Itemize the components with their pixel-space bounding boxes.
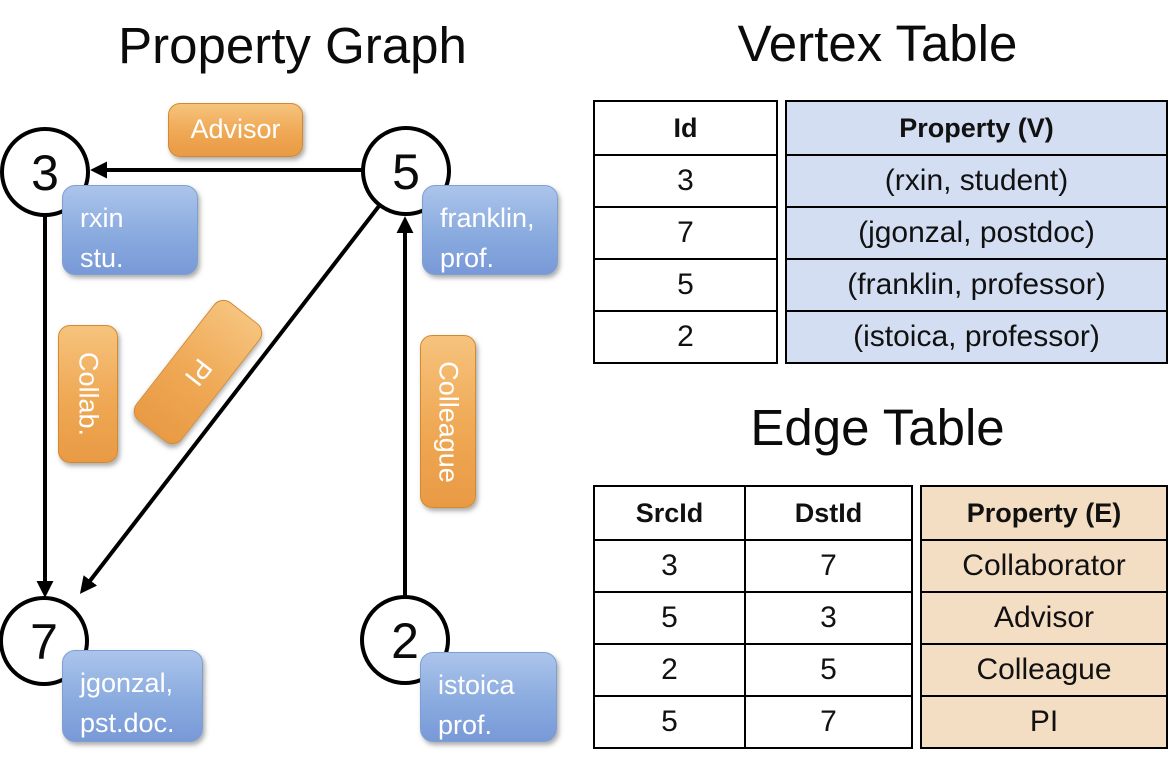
edge-property-cell: Collaborator [920, 539, 1168, 593]
edge-table-id-columns: SrcId DstId 3 7 5 3 2 5 5 7 [593, 485, 913, 749]
vertex-table-title: Vertex Table [737, 15, 1018, 72]
edge-label-collab: Collab. [58, 325, 118, 463]
vertex-property-box-franklin: franklin, prof. [422, 185, 558, 275]
edge-label-text: Colleague [433, 360, 464, 483]
node-7-label: 7 [30, 614, 58, 670]
property-graph-title: Property Graph [118, 17, 467, 74]
vertex-table-id-column: Id 3 7 5 2 [593, 100, 778, 364]
vertex-property-cell: (rxin, student) [785, 154, 1168, 208]
edge-table-title: Edge Table [750, 399, 1005, 456]
vertex-property-box-jgonzal: jgonzal, pst.doc. [62, 650, 203, 742]
vertex-table-header-id: Id [593, 100, 778, 156]
edge-table-header-dstid: DstId [744, 485, 913, 541]
node-3-label: 3 [31, 145, 59, 201]
vertex-property-line: istoica [438, 670, 515, 700]
edge-table-header-srcid: SrcId [593, 485, 746, 541]
vertex-table-header-property: Property (V) [785, 100, 1168, 156]
edge-table-property-column: Property (E) Collaborator Advisor Collea… [920, 485, 1168, 749]
vertex-property-line: prof. [440, 243, 495, 273]
edge-dst-cell: 7 [744, 539, 913, 593]
vertex-property-cell: (franklin, professor) [785, 258, 1168, 312]
edge-property-cell: Colleague [920, 643, 1168, 697]
edge-arrow-5-to-7 [79, 169, 408, 594]
vertex-property-box-istoica: istoica prof. [420, 652, 557, 742]
edge-property-cell: Advisor [920, 591, 1168, 645]
edge-dst-cell: 7 [744, 695, 913, 749]
vertex-table-property-column: Property (V) (rxin, student) (jgonzal, p… [785, 100, 1168, 364]
vertex-property-line: jgonzal, [80, 668, 174, 698]
edge-src-cell: 5 [593, 591, 746, 645]
node-5-label: 5 [392, 144, 420, 200]
edge-property-cell: PI [920, 695, 1168, 749]
vertex-property-cell: (istoica, professor) [785, 310, 1168, 364]
vertex-id-cell: 7 [593, 206, 778, 260]
edge-label-colleague: Colleague [420, 335, 476, 508]
vertex-id-cell: 5 [593, 258, 778, 312]
vertex-property-line: franklin, [440, 203, 535, 233]
edge-src-cell: 5 [593, 695, 746, 749]
edge-dst-cell: 3 [744, 591, 913, 645]
edge-dst-cell: 5 [744, 643, 913, 697]
edge-label-text: PI [178, 353, 219, 392]
node-2-label: 2 [391, 613, 419, 669]
edge-table-header-property: Property (E) [920, 485, 1168, 541]
vertex-property-line: prof. [438, 710, 493, 740]
edge-label-text: Collab. [73, 351, 104, 437]
vertex-property-line: pst.doc. [80, 708, 175, 738]
vertex-property-line: stu. [80, 243, 124, 273]
vertex-property-box-rxin: rxin stu. [62, 185, 198, 275]
edge-src-cell: 3 [593, 539, 746, 593]
vertex-id-cell: 2 [593, 310, 778, 364]
vertex-id-cell: 3 [593, 154, 778, 208]
edge-label-advisor: Advisor [168, 103, 303, 157]
edge-label-text: Advisor [190, 114, 281, 144]
edge-src-cell: 2 [593, 643, 746, 697]
vertex-property-line: rxin [80, 203, 124, 233]
vertex-property-cell: (jgonzal, postdoc) [785, 206, 1168, 260]
